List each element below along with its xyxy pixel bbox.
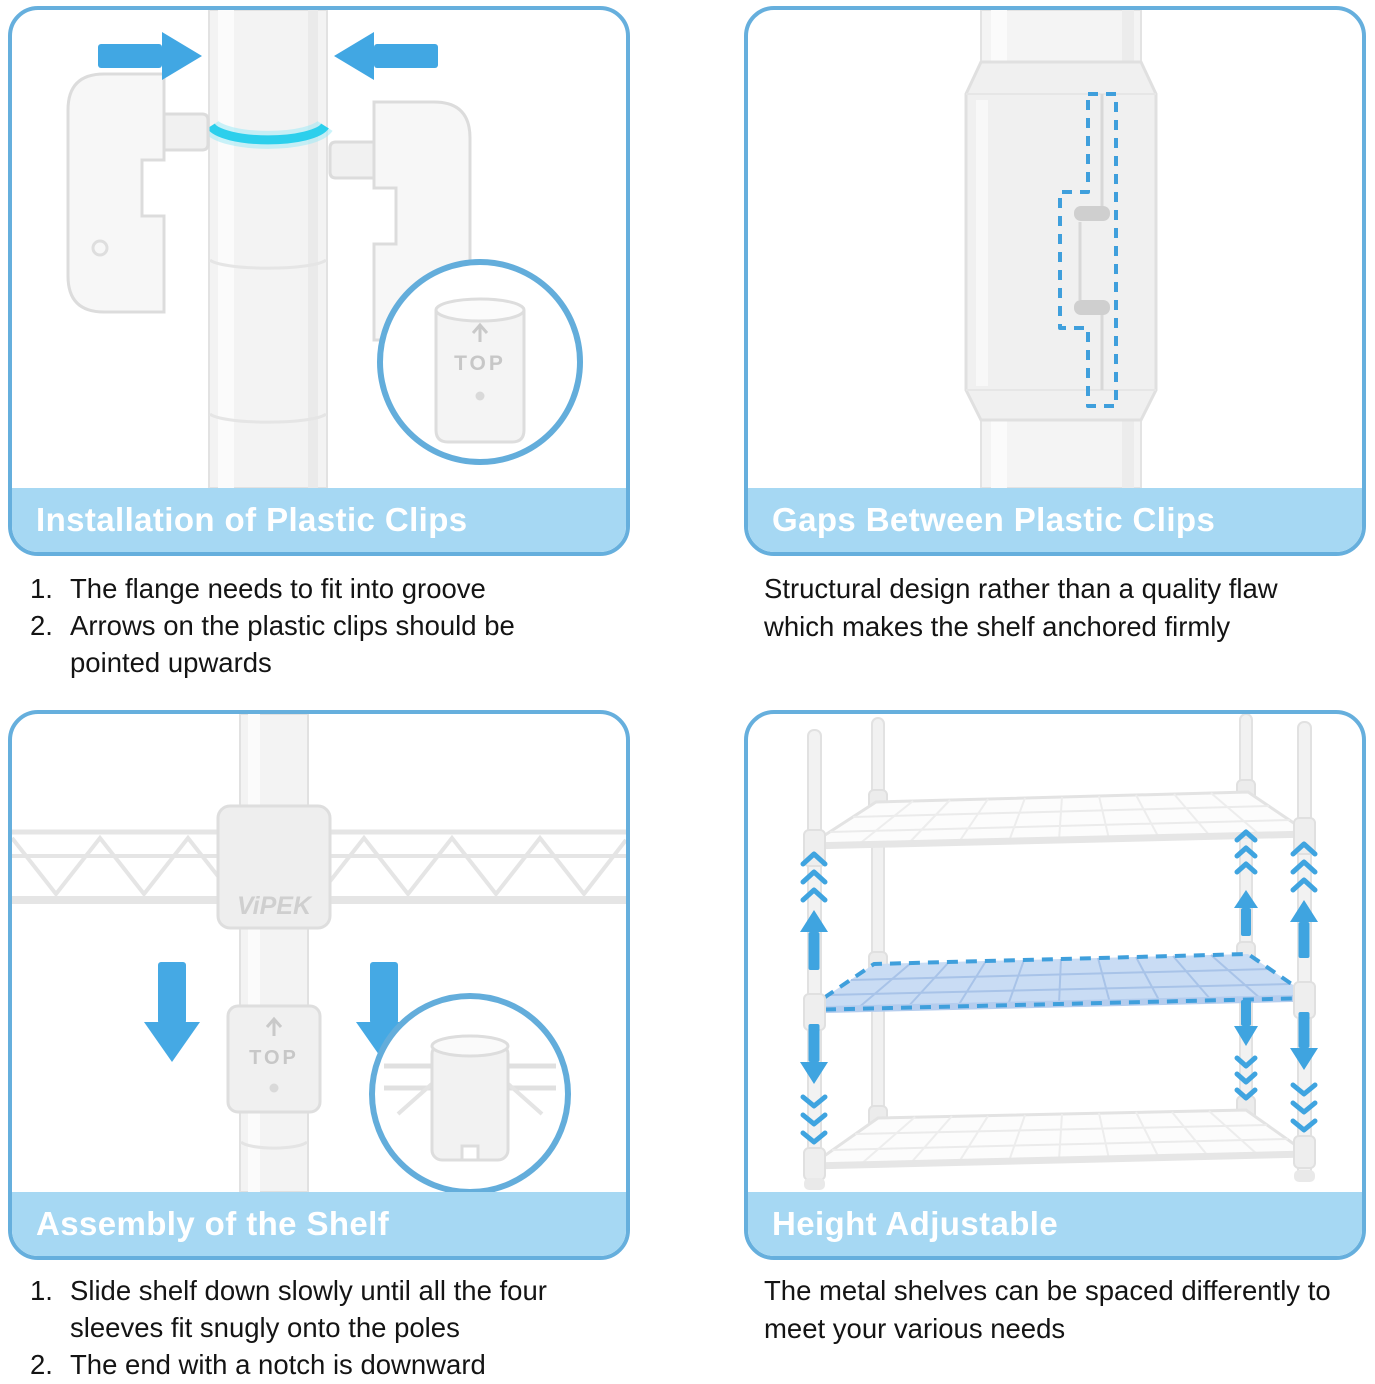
- gap-highlight-outline: [1058, 92, 1118, 408]
- panel-installation: TOP Installation of Plastic Clips: [8, 6, 630, 556]
- note-item: 2. The end with a notch is downward: [30, 1346, 626, 1383]
- note-number: 2.: [30, 610, 53, 641]
- sleeve-notch: [460, 1144, 480, 1162]
- back-poles: [868, 714, 1256, 1133]
- note-item: 1. The flange needs to fit into groove: [30, 570, 626, 607]
- gaps-illustration: [964, 10, 1158, 488]
- note-number: 1.: [30, 1275, 53, 1306]
- installation-notes: 1. The flange needs to fit into groove 2…: [30, 570, 626, 681]
- assembly-illustration: ViPEK TOP: [12, 714, 626, 1192]
- note-line: pointed upwards: [70, 647, 272, 678]
- gaps-notes: Structural design rather than a quality …: [764, 570, 1368, 646]
- height-adjustable-illustration: [800, 714, 1318, 1190]
- panel-title: Installation of Plastic Clips: [36, 501, 468, 538]
- bottom-sleeve: TOP: [226, 1004, 322, 1114]
- pole: [208, 10, 328, 488]
- panel-height-adjustable: Height Adjustable: [744, 710, 1366, 1260]
- highlighted-middle-shelf: [804, 952, 1314, 1014]
- front-poles: [803, 721, 1316, 1190]
- caption-bar: Height Adjustable: [748, 1192, 1362, 1256]
- arrow-left-icon: [334, 32, 438, 80]
- assembly-notes: 1. Slide shelf down slowly until all the…: [30, 1272, 626, 1383]
- up-arrow-marking-icon: [265, 1016, 283, 1036]
- down-arrow-left-icon: [144, 962, 200, 1062]
- gap-slot-lower: [1074, 300, 1110, 315]
- top-marking-label: TOP: [249, 1047, 299, 1069]
- note-item: 2. Arrows on the plastic clips should be…: [30, 607, 626, 681]
- caption-bar: Gaps Between Plastic Clips: [748, 488, 1362, 552]
- top-marking-label: TOP: [454, 352, 506, 375]
- note-line: meet your various needs: [764, 1313, 1066, 1344]
- note-line: which makes the shelf anchored firmly: [764, 611, 1231, 642]
- adjust-arrows-up: [800, 829, 1318, 903]
- top-shelf: [802, 790, 1315, 850]
- seam-and-gaps: [1074, 94, 1110, 390]
- height-adjustable-notes: The metal shelves can be spaced differen…: [764, 1272, 1368, 1348]
- note-line: Arrows on the plastic clips should be: [70, 610, 515, 641]
- note-line: sleeves fit snugly onto the poles: [70, 1312, 460, 1343]
- adjust-solid-arrows-up: [800, 890, 1318, 970]
- panel-title: Height Adjustable: [772, 1205, 1059, 1242]
- panel-assembly: ViPEK TOP: [8, 710, 630, 1260]
- note-line: The flange needs to fit into groove: [70, 573, 486, 604]
- clip-detail-inset: TOP: [377, 259, 583, 465]
- shelf-collar: ViPEK: [216, 804, 332, 930]
- note-line: The end with a notch is downward: [70, 1349, 486, 1380]
- left-clip: [66, 72, 210, 314]
- arrow-right-icon: [98, 32, 202, 80]
- groove-ring: [203, 120, 333, 149]
- up-arrow-marking-icon: [471, 322, 489, 342]
- caption-bar: Installation of Plastic Clips: [12, 488, 626, 552]
- note-line: The metal shelves can be spaced differen…: [764, 1275, 1331, 1306]
- adjust-arrows-down: [800, 1055, 1318, 1145]
- note-item: 1. Slide shelf down slowly until all the…: [30, 1272, 626, 1346]
- note-line: Structural design rather than a quality …: [764, 573, 1278, 604]
- note-line: Slide shelf down slowly until all the fo…: [70, 1275, 547, 1306]
- note-number: 1.: [30, 573, 53, 604]
- bottom-shelf: [805, 1108, 1313, 1170]
- panel-gaps: Gaps Between Plastic Clips: [744, 6, 1366, 556]
- gap-slot-upper: [1074, 206, 1110, 221]
- pole: [239, 714, 309, 1192]
- brand-label: ViPEK: [237, 892, 313, 920]
- adjust-solid-arrows-down: [800, 1000, 1318, 1084]
- installation-illustration: TOP: [66, 10, 583, 488]
- panel-title: Assembly of the Shelf: [36, 1205, 390, 1242]
- sleeve-detail-inset: [369, 993, 571, 1192]
- caption-bar: Assembly of the Shelf: [12, 1192, 626, 1256]
- panel-title: Gaps Between Plastic Clips: [772, 501, 1216, 538]
- note-number: 2.: [30, 1349, 53, 1380]
